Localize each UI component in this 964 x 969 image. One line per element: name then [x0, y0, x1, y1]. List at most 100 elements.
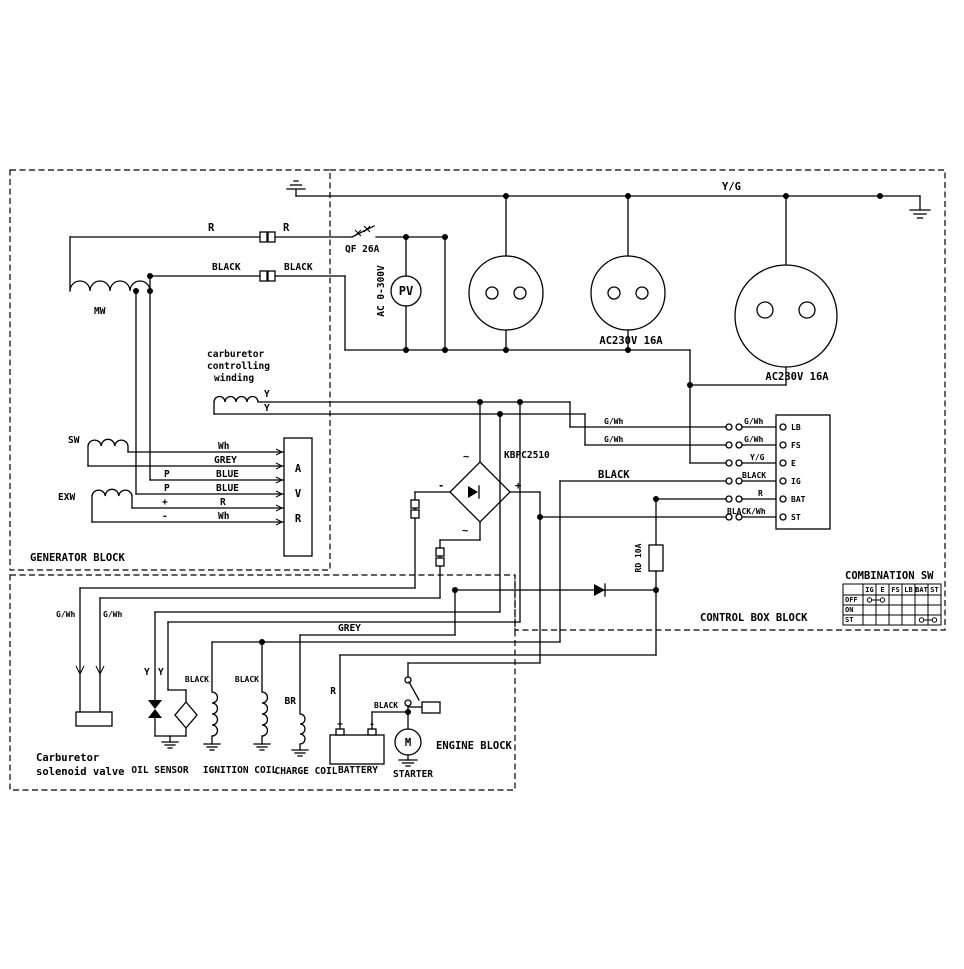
battery-starter-circuit: R + - BATTERY BLACK M STARTER	[329, 516, 541, 780]
sw-col: ST	[930, 586, 938, 594]
excitation-winding-label: EXW	[58, 492, 75, 503]
conn-label: R	[758, 489, 763, 498]
avr-input-label: BLUE	[216, 483, 239, 494]
ground-icon	[291, 743, 309, 757]
charge-coil-icon	[299, 713, 306, 745]
carburetor-solenoid-valve	[75, 711, 113, 727]
conn-label: G/Wh	[744, 417, 763, 426]
wire-label-black: BLACK	[185, 675, 209, 684]
connector-icon	[435, 547, 445, 567]
sub-winding-label: SW	[68, 435, 80, 446]
diode-icon	[594, 584, 605, 596]
terminal-label: IG	[791, 477, 801, 486]
oil-valve-icon	[148, 700, 162, 709]
rectifier-model-label: KBPC2510	[504, 450, 550, 461]
wire-label-y: Y	[264, 389, 270, 400]
charge-coil-label: CHARGE COIL	[275, 766, 338, 777]
connector-icon	[410, 499, 420, 519]
avr: A V R Wh GREY BLUE BLUE R Wh P P + -	[135, 437, 313, 557]
avr-input-label: BLUE	[216, 469, 239, 480]
socket-2: AC230V 16A	[590, 195, 666, 351]
live-line: QF 26A R R	[69, 222, 448, 351]
generator-block-outline	[9, 169, 331, 571]
neutral-line: BLACK BLACK	[147, 262, 346, 351]
ground-icon	[203, 735, 221, 751]
carburetor-solenoid-label: Carburetor	[36, 752, 99, 764]
battery-feed: RD 10A	[339, 496, 664, 730]
wire-label-gwh: G/Wh	[56, 610, 75, 619]
control-harness: G/Wh G/Wh BLACK G/Wh G/Wh Y/G BLACK R BL…	[537, 349, 831, 530]
terminal-label: ST	[791, 513, 801, 522]
switch-blade	[408, 681, 420, 701]
connector-icon	[259, 270, 276, 282]
terminal-label: BAT	[791, 495, 806, 504]
carburetor-winding: carburetor controlling winding Y Y	[207, 349, 586, 446]
socket-3-rating: AC230V 16A	[765, 371, 829, 383]
terminal-block	[775, 414, 831, 530]
fuse	[648, 544, 664, 572]
conn-label: BLACK	[742, 471, 766, 480]
ignition-circuit: BLACK BLACK IGNITION COIL	[185, 480, 561, 776]
starter-relay-coil	[421, 701, 441, 714]
socket-1	[468, 195, 544, 351]
arrow-down-icon	[75, 665, 85, 676]
voltmeter-range-label: AC 0-300V	[376, 265, 387, 317]
sw-row: ON	[845, 606, 853, 614]
switch-contact	[404, 699, 412, 707]
breaker-label: QF 26A	[345, 244, 380, 255]
avr-input-arrows	[275, 448, 284, 526]
rectifier-term: -	[438, 480, 444, 492]
oil-sensor-label: OIL SENSOR	[131, 765, 188, 776]
oil-sensor-icon	[174, 700, 198, 730]
conn-label: Y/G	[750, 453, 765, 462]
oil-valve-icon	[148, 709, 162, 718]
starter-motor-label: M	[405, 737, 411, 749]
wire-label-black: BLACK	[212, 262, 241, 273]
combination-sw-title: COMBINATION SW	[845, 570, 934, 582]
ground-icon	[398, 754, 418, 767]
carb-winding-label: controlling	[207, 361, 270, 372]
sw-connection-st	[918, 617, 938, 623]
sw-row: OFF	[845, 596, 858, 604]
engine-block-outline	[9, 574, 516, 791]
battery-label: BATTERY	[338, 765, 378, 776]
block-outlines	[9, 169, 946, 791]
sw-col: E	[880, 586, 884, 594]
solenoid-circuit: G/Wh G/Wh Carburetor solenoid valve	[36, 587, 441, 778]
terminal-label: LB	[791, 423, 801, 432]
avr-input-label: R	[220, 497, 226, 508]
carb-winding-label: winding	[214, 373, 254, 384]
excitation-winding: EXW	[58, 488, 285, 523]
polarity-plus: +	[162, 497, 168, 508]
sw-col: LB	[904, 586, 912, 594]
wire-label-black: BLACK	[374, 701, 398, 710]
wire-label-gwh: G/Wh	[604, 435, 623, 444]
sw-col: FS	[891, 586, 899, 594]
wire-label-black: BLACK	[235, 675, 259, 684]
main-winding-label: MW	[94, 306, 106, 317]
voltmeter-label: PV	[399, 284, 413, 298]
wire-label-black: BLACK	[284, 262, 313, 273]
ground-icon	[253, 735, 271, 751]
bridge-rectifier: ~ + ~ - KBPC2510	[410, 401, 550, 599]
polarity-minus: -	[162, 511, 168, 522]
tap-label-p: P	[164, 483, 170, 494]
sw-col: IG	[865, 586, 873, 594]
sw-col: BAT	[915, 586, 928, 594]
wire-label-br: BR	[285, 696, 297, 707]
conn-label: BLACK/Wh	[727, 507, 766, 516]
switch-contact	[404, 676, 412, 684]
voltmeter: PV AC 0-300V	[376, 236, 422, 351]
terminal-label: FS	[791, 441, 801, 450]
terminal-label: E	[791, 459, 796, 468]
engine-block-label: ENGINE BLOCK	[436, 740, 513, 752]
wire-label-grey: GREY	[338, 623, 361, 634]
control-box-label: CONTROL BOX BLOCK	[700, 612, 808, 624]
earth-bus: Y/G	[286, 180, 931, 219]
fuse-label: RD 10A	[634, 543, 643, 572]
connector-icon	[259, 231, 276, 243]
sw-row: ST	[845, 616, 853, 624]
avr-input-label: GREY	[214, 455, 237, 466]
ground-icon	[286, 180, 306, 197]
